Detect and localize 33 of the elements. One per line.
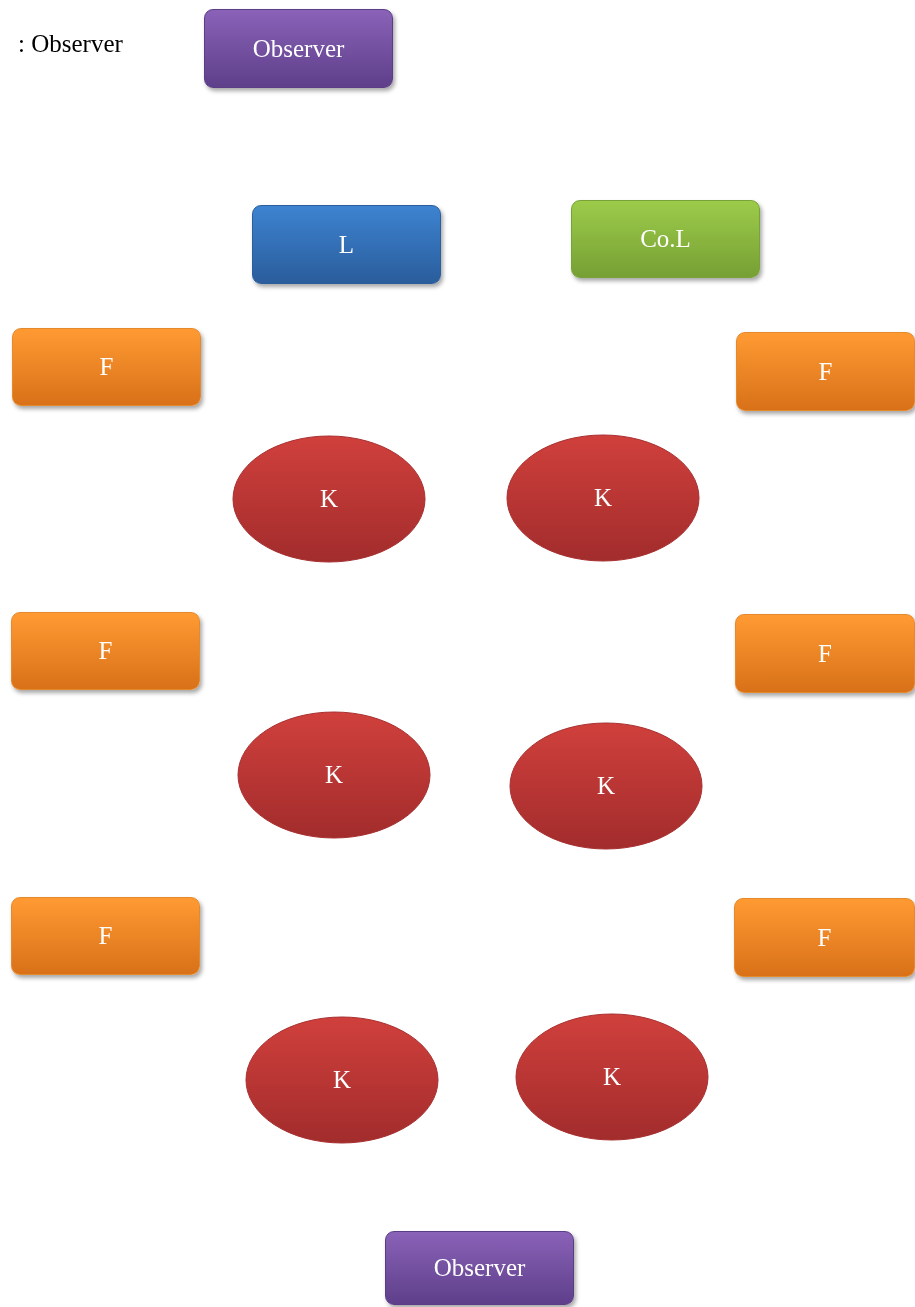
node-label: K bbox=[319, 485, 339, 513]
node-label: F bbox=[818, 639, 832, 668]
rounded-box-node bbox=[734, 898, 915, 977]
label-text: : Observer bbox=[18, 30, 123, 58]
node-label: Observer bbox=[252, 34, 345, 63]
ellipse-node bbox=[509, 722, 703, 850]
ellipse-node bbox=[232, 435, 426, 563]
rounded-box-node bbox=[11, 612, 200, 690]
rounded-box-node bbox=[204, 9, 393, 88]
rounded-box-node bbox=[252, 205, 441, 284]
node-label: K bbox=[332, 1066, 352, 1094]
node-label: F bbox=[98, 637, 113, 665]
node-label: K bbox=[596, 772, 616, 800]
rounded-box-node bbox=[385, 1231, 574, 1305]
ellipse-node bbox=[506, 434, 700, 562]
rounded-box-node bbox=[735, 614, 915, 693]
node-label: L bbox=[338, 230, 355, 259]
node-label: K bbox=[602, 1063, 622, 1091]
node-label: K bbox=[593, 484, 613, 512]
rounded-box-node bbox=[11, 897, 200, 975]
node-label: F bbox=[99, 353, 114, 381]
node-label: F bbox=[818, 357, 833, 386]
rounded-box-node bbox=[736, 332, 915, 411]
node-label: F bbox=[98, 922, 113, 950]
ellipse-node bbox=[245, 1016, 439, 1144]
node-label: F bbox=[817, 923, 832, 952]
ellipse-node bbox=[515, 1013, 709, 1141]
node-label: K bbox=[324, 761, 344, 789]
node-label: Co.L bbox=[640, 225, 691, 253]
rounded-box-node bbox=[571, 200, 760, 278]
node-label: Observer bbox=[433, 1254, 526, 1282]
rounded-box-node bbox=[12, 328, 201, 406]
ellipse-node bbox=[237, 711, 431, 839]
